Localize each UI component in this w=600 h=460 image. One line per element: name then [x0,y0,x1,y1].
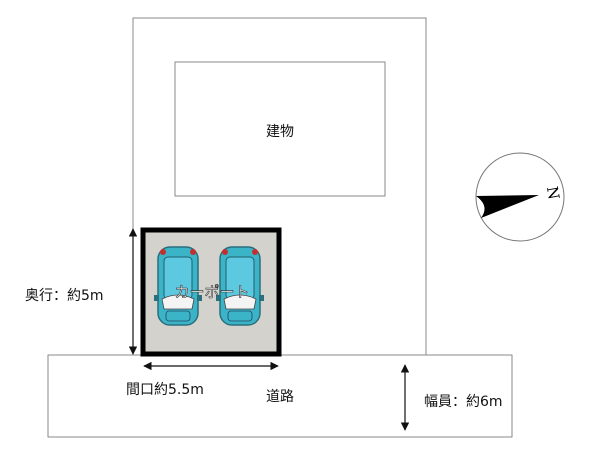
north-arrow-icon [476,195,539,218]
carport-label: カーポート [174,283,249,301]
road-width-label: 幅員：約6m [424,394,503,410]
depth-label: 奥行：約5m [25,287,104,304]
north-compass: N [475,152,565,242]
road-label: 道路 [266,389,294,405]
building [174,61,386,197]
carport: カーポート [140,227,282,357]
north-label: N [543,185,563,201]
building-label: 建物 [266,124,294,140]
frontage-label: 間口約5.5m [126,382,204,398]
